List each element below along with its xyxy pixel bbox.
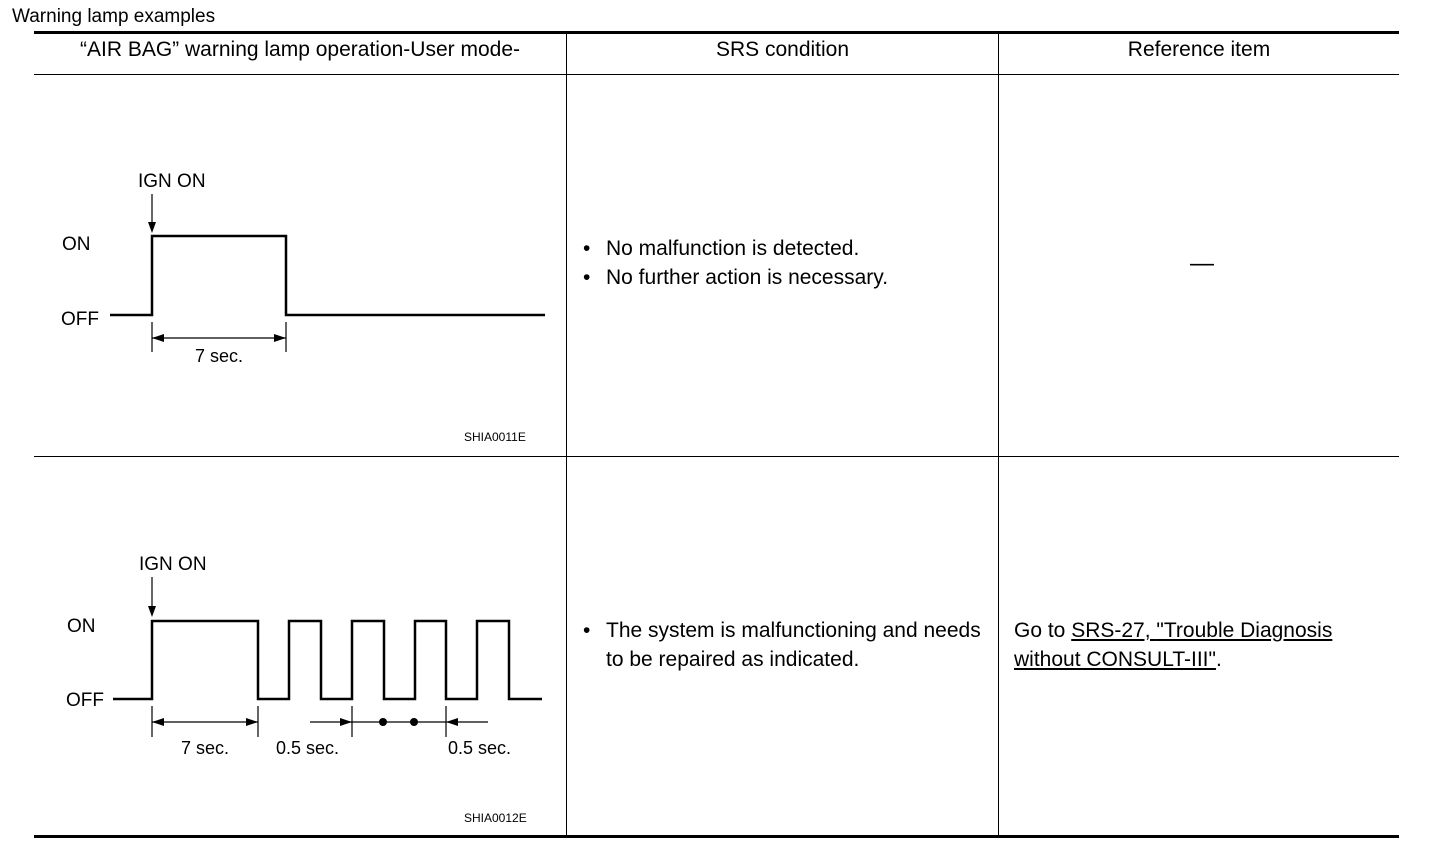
table-bottom-rule — [34, 835, 1399, 838]
on-level-label: ON — [67, 616, 96, 637]
off-level-label: OFF — [61, 309, 99, 330]
srs-condition-list: No malfunction is detected. No further a… — [582, 234, 982, 292]
page-title: Warning lamp examples — [12, 6, 216, 27]
lamp-signal-waveform — [113, 619, 542, 701]
condition-item: No malfunction is detected. — [582, 234, 982, 263]
ign-on-label: IGN ON — [139, 554, 207, 575]
on-level-label: ON — [62, 234, 91, 255]
row-divider — [34, 456, 1399, 457]
duration-label: 7 sec. — [181, 738, 229, 758]
ign-on-label: IGN ON — [138, 171, 206, 192]
header-lamp-operation: “AIR BAG” warning lamp operation-User mo… — [80, 38, 520, 61]
off-level-label: OFF — [66, 690, 104, 711]
lamp-timing-diagram-malfunction: IGN ON ON OFF 7 sec. 0.5 sec. 0.5 sec. S… — [66, 554, 542, 825]
duration-label: 7 sec. — [195, 346, 243, 366]
srs-condition-list: The system is malfunctioning and needs t… — [582, 616, 982, 674]
reference-suffix: . — [1215, 648, 1222, 671]
reference-link-code[interactable]: SRS-27, — [1071, 619, 1157, 642]
column-divider-2 — [998, 31, 999, 837]
table-top-rule — [34, 31, 1399, 34]
reference-link-title[interactable]: "Trouble Diagnosis without CONSULT-III" — [1014, 619, 1333, 671]
header-reference-item: Reference item — [1127, 38, 1271, 61]
reference-text: Go to SRS-27, "Trouble Diagnosis without… — [1014, 616, 1389, 674]
lamp-signal-waveform — [110, 234, 545, 317]
duration-label: 0.5 sec. — [276, 738, 339, 758]
header-srs-condition: SRS condition — [715, 38, 850, 61]
condition-item: The system is malfunctioning and needs t… — [582, 616, 982, 674]
duration-label: 0.5 sec. — [448, 738, 511, 758]
reference-link[interactable]: SRS-27, "Trouble Diagnosis without CONSU… — [1014, 619, 1332, 671]
header-bottom-rule — [34, 74, 1399, 75]
condition-item: No further action is necessary. — [582, 263, 982, 292]
column-divider-1 — [566, 31, 567, 837]
reference-prefix: Go to — [1014, 619, 1072, 642]
lamp-timing-diagram-normal: IGN ON ON OFF 7 sec. SHIA0011E — [61, 171, 545, 444]
reference-none-dash: — — [1190, 250, 1214, 277]
figure-id: SHIA0012E — [464, 811, 527, 825]
figure-id: SHIA0011E — [464, 430, 526, 444]
